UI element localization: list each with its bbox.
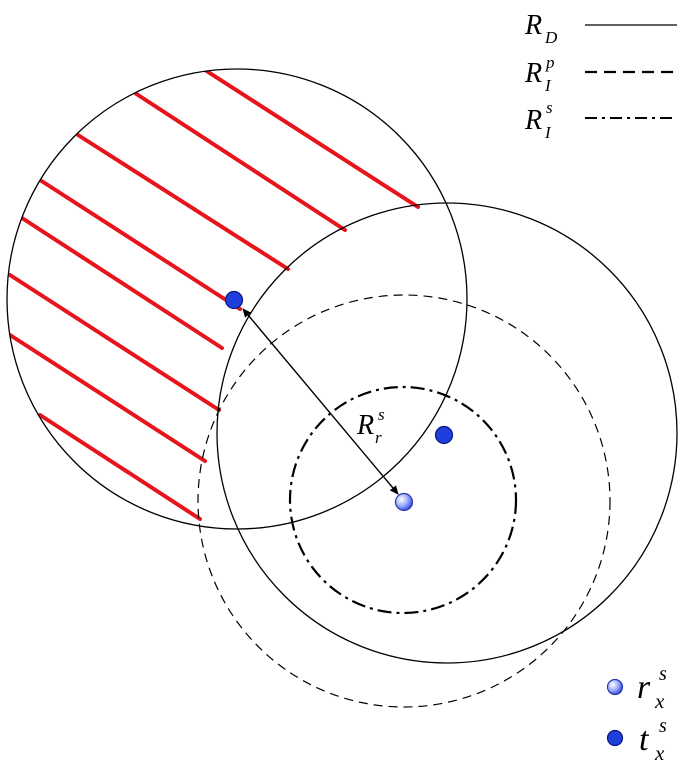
svg-text:s: s <box>659 663 667 685</box>
svg-text:D: D <box>544 28 558 47</box>
hatch-region <box>8 69 420 521</box>
hatch-line <box>38 413 202 521</box>
svg-text:I: I <box>544 76 552 95</box>
blue-node-icon <box>606 729 624 747</box>
primary-interference-circle <box>197 294 611 708</box>
svg-text:R: R <box>524 105 542 136</box>
distance-label-main: R <box>356 410 374 441</box>
hatch-line <box>133 91 347 232</box>
svg-text:r: r <box>637 669 651 706</box>
node-legend: r x s t x s <box>606 663 667 765</box>
svg-text:I: I <box>544 123 552 142</box>
svg-text:R: R <box>356 410 374 441</box>
svg-text:x: x <box>654 741 665 765</box>
svg-text:r: r <box>375 428 382 447</box>
svg-text:R: R <box>524 58 542 89</box>
hatch-line <box>20 216 224 350</box>
svg-text:s: s <box>546 98 553 117</box>
hatch-line <box>8 333 207 463</box>
svg-text:p: p <box>545 53 555 72</box>
receiver-node <box>394 492 414 512</box>
distance-label-sup: s <box>378 405 385 424</box>
hatch-line <box>76 133 290 271</box>
node-legend-transmitter: t x s <box>606 715 667 765</box>
hatch-line <box>38 178 242 311</box>
transmitter-node <box>224 290 244 310</box>
distance-arrow <box>242 308 399 495</box>
left-detection-circle <box>6 68 468 530</box>
gradient-node-icon <box>606 678 624 696</box>
svg-text:t: t <box>639 721 650 758</box>
secondary-interference-circle <box>288 385 518 615</box>
node-legend-receiver: r x s <box>606 663 667 713</box>
svg-text:x: x <box>654 689 665 713</box>
interferer-node <box>434 425 454 445</box>
legend-item-detection-range: R D <box>524 10 677 47</box>
hatch-line <box>203 69 420 209</box>
line-legend: R D R I p R I s <box>524 10 677 142</box>
hatch-line <box>8 273 221 412</box>
svg-text:s: s <box>659 715 667 737</box>
legend-item-secondary-interference: R I s <box>524 98 677 142</box>
svg-text:s: s <box>378 405 385 424</box>
legend-item-primary-interference: R I p <box>524 53 677 95</box>
distance-label: R r s <box>356 405 385 447</box>
svg-text:R: R <box>524 10 542 41</box>
right-detection-circle <box>216 202 678 664</box>
distance-label-sub: r <box>375 428 382 447</box>
